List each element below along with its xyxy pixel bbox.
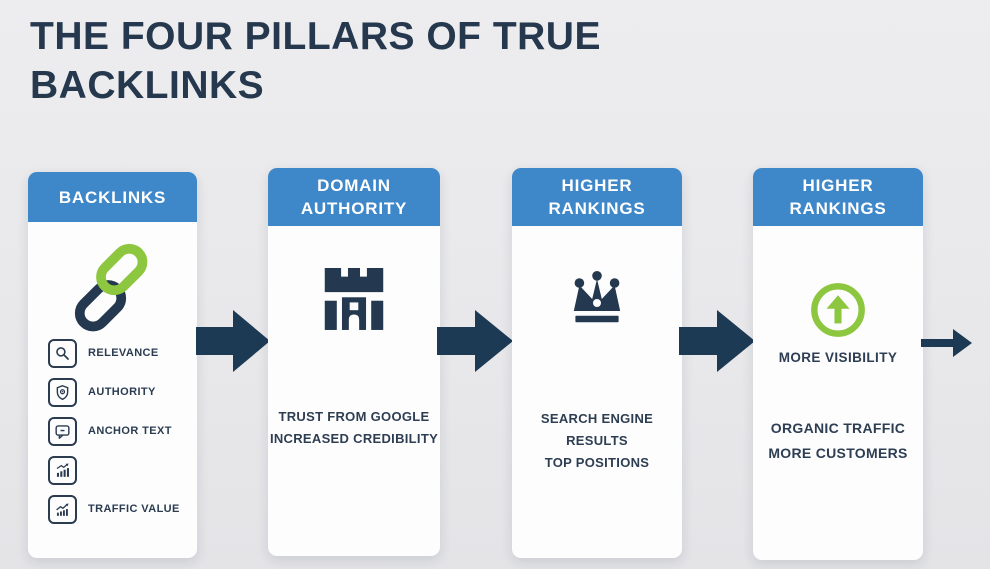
pillar-header: HIGHER RANKINGS bbox=[753, 168, 923, 226]
flow-arrow-2 bbox=[437, 310, 513, 372]
backlinks-feature-list: RELEVANCE AUTHORITY ANCHOR TEXT bbox=[48, 338, 180, 533]
feature-label: ANCHOR TEXT bbox=[88, 425, 172, 437]
pillar-header: HIGHER RANKINGS bbox=[512, 168, 682, 226]
pillar-text-line: TOP POSITIONS bbox=[544, 455, 650, 470]
pillar-caption: MORE VISIBILITY bbox=[778, 350, 898, 365]
magnifier-icon bbox=[48, 338, 77, 368]
pillar-text-line: SEARCH ENGINE RESULTS bbox=[540, 411, 654, 448]
bar-chart-icon bbox=[48, 455, 77, 485]
pillar-card-backlinks: BACKLINKS RELEVANCE bbox=[28, 172, 197, 558]
line-chart-icon bbox=[48, 494, 77, 524]
page-title-line1: THE FOUR PILLARS OF TRUE bbox=[30, 15, 601, 58]
castle-icon bbox=[311, 256, 397, 342]
pillar-header: DOMAIN AUTHORITY bbox=[268, 168, 440, 226]
feature-label: TRAFFIC VALUE bbox=[88, 503, 180, 515]
flow-arrow-3 bbox=[679, 310, 755, 372]
pillar-text: TRUST FROM GOOGLE INCREASED CREDIBILITY bbox=[268, 406, 440, 450]
circle-arrow-up-icon bbox=[806, 278, 870, 342]
feature-label: RELEVANCE bbox=[88, 347, 159, 359]
page-title-line2: BACKLINKS bbox=[30, 64, 265, 107]
feature-row-relevance: RELEVANCE bbox=[48, 338, 180, 368]
feature-row-growth bbox=[48, 455, 180, 485]
feature-label: AUTHORITY bbox=[88, 386, 156, 398]
feature-row-authority: AUTHORITY bbox=[48, 377, 180, 407]
pillar-text-line: TRUST FROM GOOGLE bbox=[278, 409, 430, 424]
pillar-card-higher-rankings: HIGHER RANKINGS SEARCH ENGINE RESULTS TO… bbox=[512, 168, 682, 558]
speech-bubble-icon bbox=[48, 416, 77, 446]
pillar-text: ORGANIC TRAFFIC MORE CUSTOMERS bbox=[753, 416, 923, 466]
feature-row-traffic-value: TRAFFIC VALUE bbox=[48, 494, 180, 524]
pillar-header: BACKLINKS bbox=[28, 172, 197, 222]
exit-arrow bbox=[921, 320, 973, 366]
feature-row-anchor-text: ANCHOR TEXT bbox=[48, 416, 180, 446]
shield-check-icon bbox=[48, 377, 77, 407]
chain-link-icon bbox=[57, 234, 169, 340]
pillar-card-domain-authority: DOMAIN AUTHORITY TRUST FROM GOOGLE INCRE… bbox=[268, 168, 440, 556]
flow-arrow-1 bbox=[196, 310, 270, 372]
crown-icon bbox=[557, 262, 637, 336]
pillar-card-results: HIGHER RANKINGS MORE VISIBILITY ORGANIC … bbox=[753, 168, 923, 560]
pillar-text-line: INCREASED CREDIBILITY bbox=[269, 431, 439, 446]
pillar-text-line: ORGANIC TRAFFIC bbox=[770, 420, 906, 436]
pillar-text-line: MORE CUSTOMERS bbox=[768, 445, 908, 461]
page-title: THE FOUR PILLARS OF TRUE BACKLINKS bbox=[30, 12, 710, 110]
pillar-text: SEARCH ENGINE RESULTS TOP POSITIONS bbox=[512, 408, 682, 474]
